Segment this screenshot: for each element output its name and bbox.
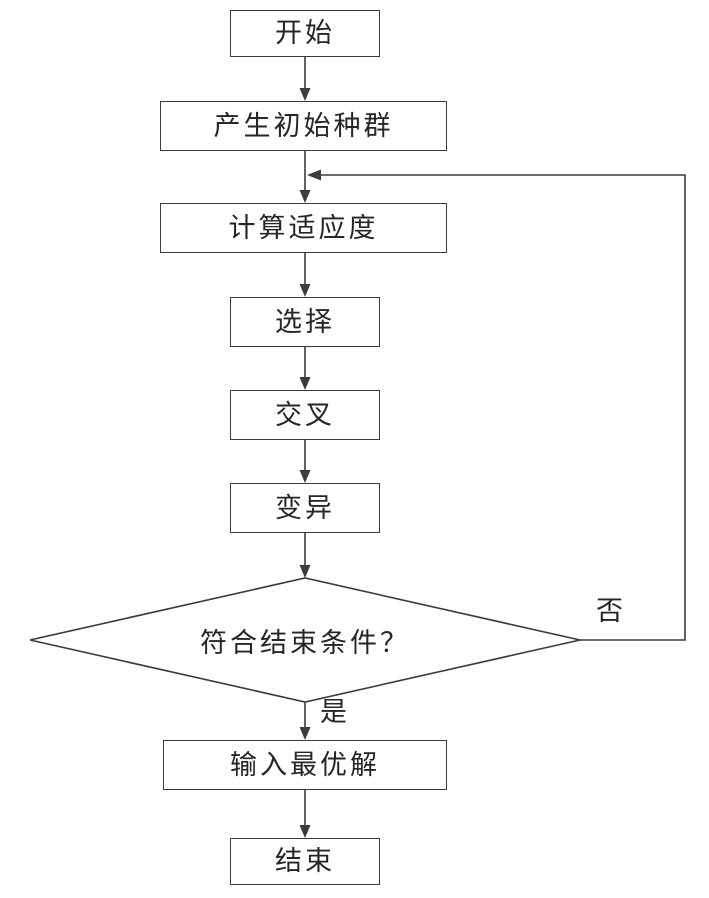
flow-node-termination-check-label: 符合结束条件？: [200, 627, 410, 658]
flow-node-compute-fitness: 计算适应度: [160, 203, 447, 253]
arrowhead-decision: [299, 565, 311, 578]
arrowhead-crossover: [299, 377, 311, 390]
flow-node-crossover: 交叉: [230, 390, 380, 440]
flow-node-crossover-label: 交叉: [275, 399, 335, 430]
arrowhead-mutation: [299, 470, 311, 483]
flow-node-termination-check: 符合结束条件？: [155, 614, 455, 666]
flow-node-end: 结束: [230, 838, 380, 885]
arrowhead-feedback: [307, 169, 321, 181]
arrowhead-fitness: [299, 190, 311, 203]
flow-node-selection-label: 选择: [275, 306, 335, 337]
decision-diamond-shape: [29, 577, 581, 703]
connector-feedback-loop: [321, 174, 686, 641]
flow-node-mutation: 变异: [230, 483, 380, 533]
flow-node-end-label: 结束: [275, 846, 335, 876]
arrowhead-init: [299, 88, 311, 101]
flow-node-output-best-label: 输入最优解: [230, 749, 380, 780]
flow-node-mutation-label: 变异: [275, 492, 335, 523]
flow-node-compute-fitness-label: 计算适应度: [228, 212, 379, 243]
arrowhead-output: [299, 727, 311, 740]
flow-node-start: 开始: [230, 10, 380, 57]
flow-node-init-population-label: 产生初始种群: [213, 110, 394, 141]
edge-label-no: 否: [596, 596, 623, 626]
arrowhead-selection: [299, 284, 311, 297]
flow-node-selection: 选择: [230, 297, 380, 347]
flow-node-output-best: 输入最优解: [163, 740, 447, 790]
flow-node-start-label: 开始: [275, 18, 335, 48]
flow-node-init-population: 产生初始种群: [160, 101, 447, 151]
edge-label-yes: 是: [320, 697, 347, 727]
arrowhead-end: [299, 825, 311, 838]
